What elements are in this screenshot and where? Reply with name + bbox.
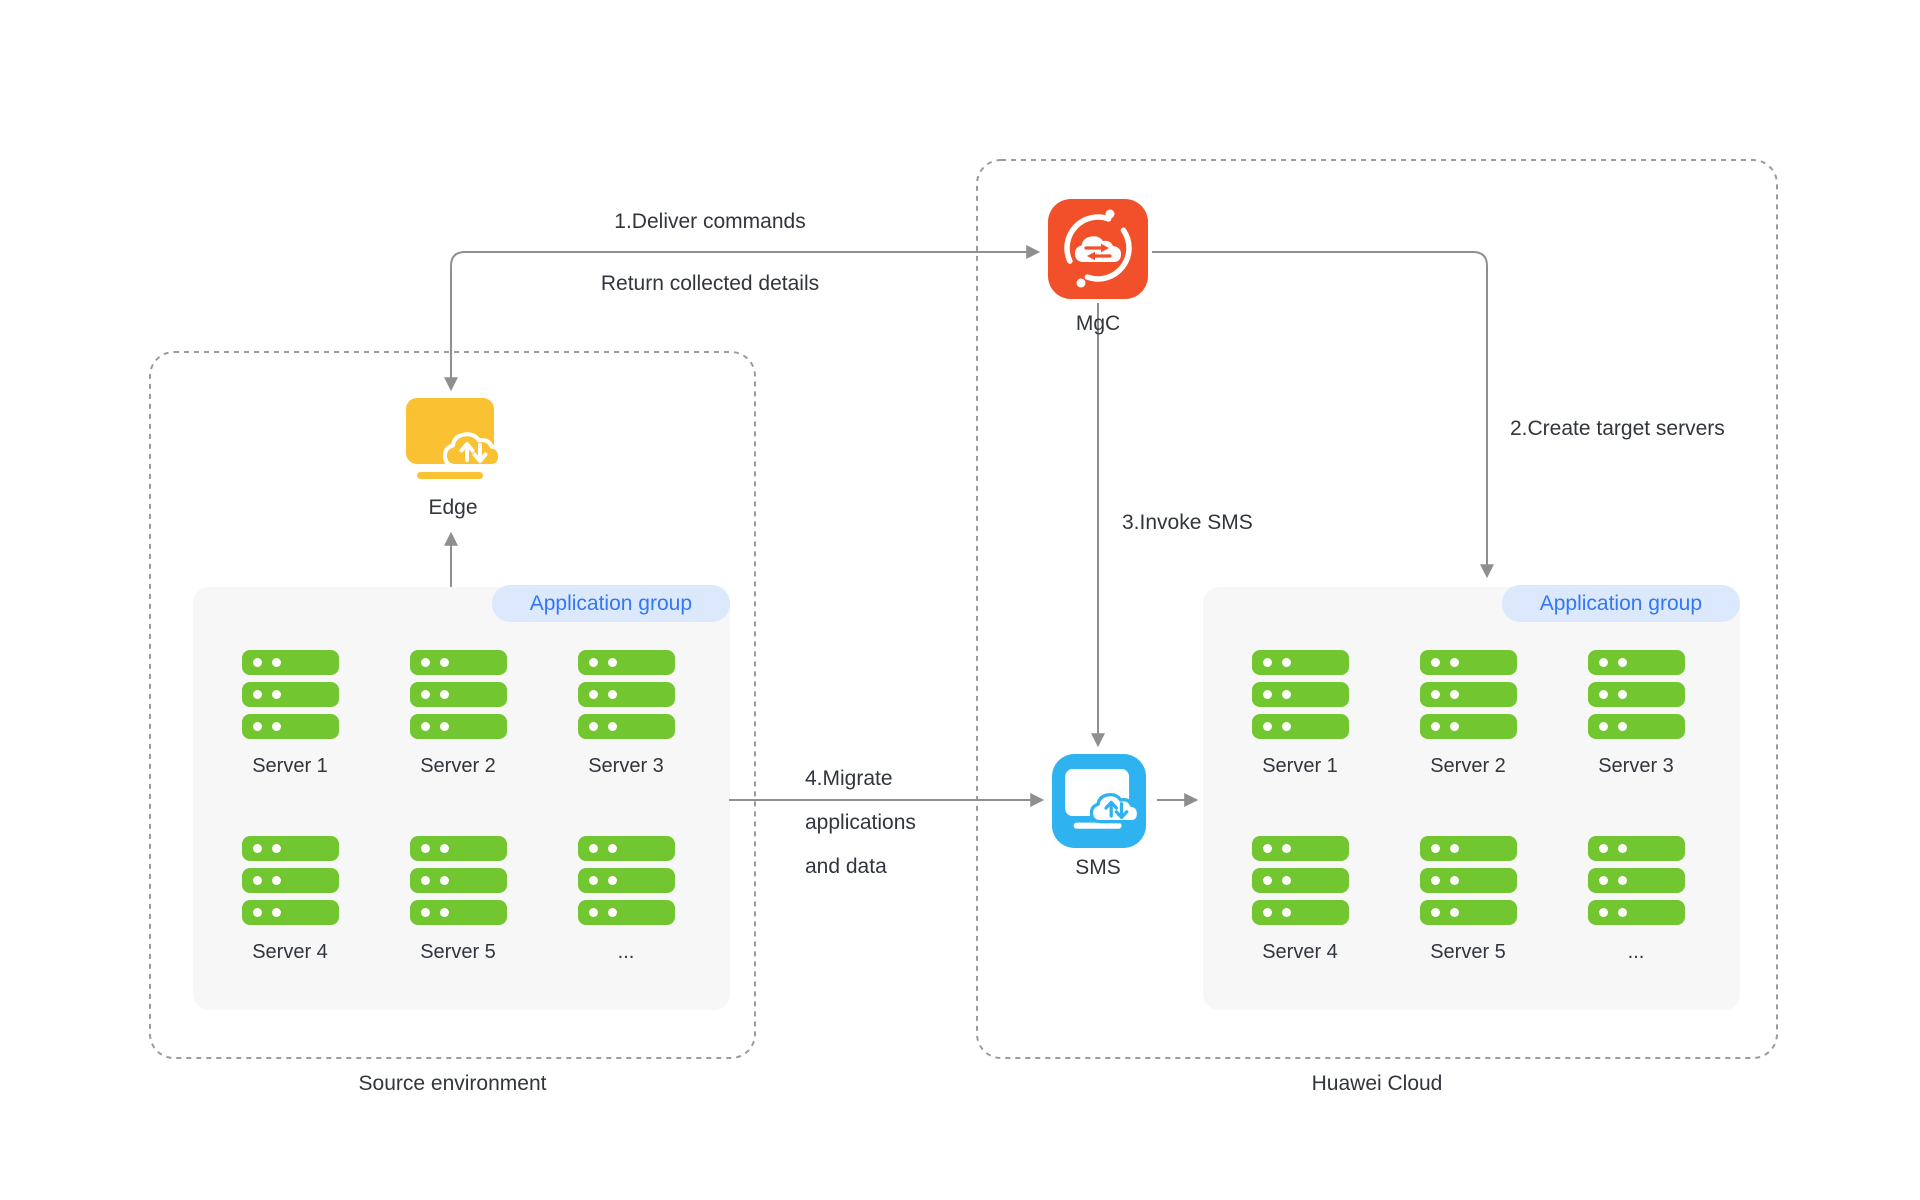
- server-label: Server 5: [420, 941, 496, 963]
- server-icon: [409, 836, 507, 925]
- server-icon: [241, 650, 339, 739]
- server-icon: [577, 836, 675, 925]
- server-cell: Server 4: [206, 836, 374, 967]
- server-grid: Server 1 Server 2 Server 3 Server 4 Serv…: [206, 650, 710, 967]
- source-environment-label: Source environment: [358, 1072, 547, 1095]
- server-label: Server 2: [420, 755, 496, 777]
- server-label: Server 1: [252, 755, 328, 777]
- server-cell: ...: [542, 836, 710, 967]
- mgc-label: MgC: [1075, 312, 1121, 335]
- flow-step2-label: 2.Create target servers: [1510, 417, 1725, 440]
- flow-step4-line1: 4.Migrate: [805, 767, 893, 790]
- server-cell: Server 5: [374, 836, 542, 967]
- flow-step4-line2: applications: [805, 811, 916, 834]
- server-icon: [1587, 836, 1685, 925]
- server-label: Server 5: [1430, 941, 1506, 963]
- server-cell: Server 4: [1216, 836, 1384, 967]
- server-label: Server 4: [1262, 941, 1338, 963]
- huawei-cloud-label: Huawei Cloud: [1311, 1072, 1443, 1095]
- server-cell: Server 2: [374, 650, 542, 781]
- edge-label: Edge: [428, 496, 478, 519]
- server-cell: Server 1: [1216, 650, 1384, 781]
- server-label: Server 3: [1598, 755, 1674, 777]
- server-cell: ...: [1552, 836, 1720, 967]
- server-cell: Server 3: [542, 650, 710, 781]
- flow-step1-return-label: Return collected details: [600, 272, 820, 295]
- application-group-chip: Application group: [1501, 585, 1740, 622]
- source-application-group: Application group Server 1 Server 2 Serv…: [193, 585, 730, 1010]
- flow-step4-line3: and data: [805, 855, 887, 878]
- server-cell: Server 2: [1384, 650, 1552, 781]
- server-icon: [1419, 650, 1517, 739]
- server-label: ...: [1627, 941, 1645, 963]
- server-cell: Server 5: [1384, 836, 1552, 967]
- edge-icon: [406, 398, 502, 479]
- application-group-label: Application group: [529, 591, 692, 615]
- sms-label: SMS: [1075, 856, 1121, 879]
- server-label: Server 4: [252, 941, 328, 963]
- flow-step4-label: 4.Migrate applications and data: [805, 757, 916, 889]
- flow-step1-label: 1.Deliver commands: [614, 210, 806, 233]
- server-label: Server 1: [1262, 755, 1338, 777]
- flow-step3-label: 3.Invoke SMS: [1122, 511, 1253, 534]
- server-icon: [1251, 836, 1349, 925]
- server-icon: [1419, 836, 1517, 925]
- server-cell: Server 1: [206, 650, 374, 781]
- server-cell: Server 3: [1552, 650, 1720, 781]
- mgc-icon: [1048, 199, 1148, 299]
- sms-icon: [1052, 754, 1146, 848]
- server-label: Server 3: [588, 755, 664, 777]
- application-group-chip: Application group: [491, 585, 730, 622]
- server-grid: Server 1 Server 2 Server 3 Server 4 Serv…: [1216, 650, 1720, 967]
- server-icon: [1587, 650, 1685, 739]
- server-icon: [1251, 650, 1349, 739]
- server-icon: [241, 836, 339, 925]
- server-label: ...: [617, 941, 635, 963]
- server-icon: [577, 650, 675, 739]
- target-application-group: Application group Server 1 Server 2 Serv…: [1203, 585, 1740, 1010]
- server-label: Server 2: [1430, 755, 1506, 777]
- application-group-label: Application group: [1539, 591, 1702, 615]
- server-icon: [409, 650, 507, 739]
